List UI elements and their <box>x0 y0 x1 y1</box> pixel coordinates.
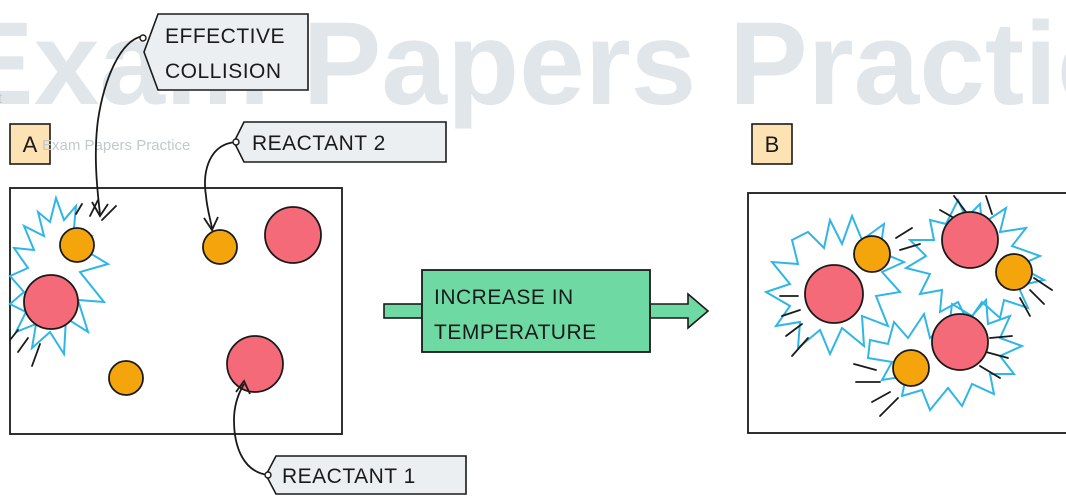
watermark-small-text: Exam Papers Practice <box>42 137 190 154</box>
collision-burst-icon <box>8 194 111 358</box>
reactant-2-particle <box>108 360 144 396</box>
arrow-label-line2: TEMPERATURE <box>434 321 597 344</box>
collision-burst-icon <box>763 213 907 357</box>
reactant-1-label: REACTANT 1 <box>282 465 416 488</box>
reactant-2-particle <box>59 227 95 263</box>
reactant-2-particle <box>995 253 1033 291</box>
panel-a-box <box>9 187 343 435</box>
reactant-2-label: REACTANT 2 <box>252 132 386 155</box>
reactant-1-particle <box>804 264 864 324</box>
reactant-1-particle <box>941 211 999 269</box>
effective-collision-label-line2: COLLISION <box>165 60 282 83</box>
panel-a <box>8 187 343 435</box>
reactant-2-callout: REACTANT 2 <box>203 121 447 232</box>
reactant-2-particle <box>853 235 891 273</box>
panel-b-box <box>747 192 1066 434</box>
panel-a-tag: A <box>9 123 51 165</box>
reactant-1-particle <box>23 274 79 330</box>
effective-collision-callout: EFFECTIVE COLLISION <box>91 13 309 218</box>
effective-collision-label-line1: EFFECTIVE <box>165 25 285 48</box>
panel-a-label: A <box>23 132 38 157</box>
reactant-1-callout: REACTANT 1 <box>233 379 467 495</box>
panel-b-tag: B <box>751 123 793 165</box>
reactant-1-particle <box>931 313 989 371</box>
motion-lines <box>9 199 117 367</box>
arrow-label-line1: INCREASE IN <box>434 286 574 309</box>
reactant-2-particle <box>892 349 930 387</box>
motion-lines <box>779 195 1053 417</box>
panel-b <box>747 192 1066 434</box>
increase-temperature-arrow: INCREASE IN TEMPERATURE <box>383 269 710 353</box>
reactant-1-particle <box>226 335 284 393</box>
panel-b-label: B <box>765 132 780 157</box>
watermark-edge-text: t <box>0 90 3 107</box>
reactant-2-particle <box>202 229 238 265</box>
reactant-1-particle <box>264 206 322 264</box>
